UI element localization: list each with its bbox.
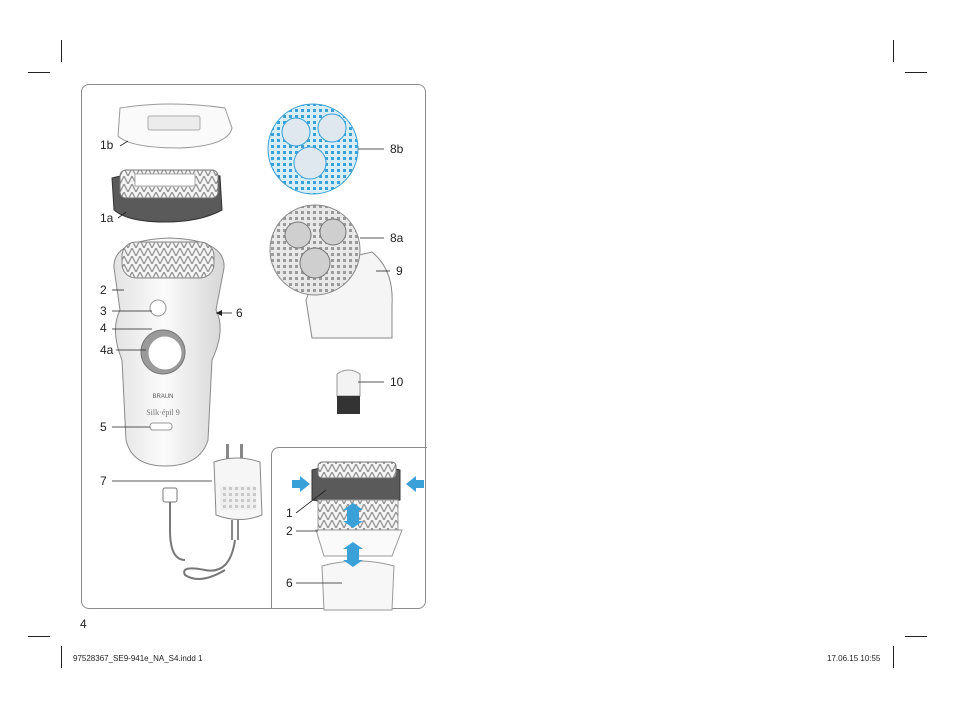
brush-8b bbox=[267, 103, 359, 195]
label-4a: 4a bbox=[100, 343, 114, 357]
crop-mark bbox=[28, 72, 50, 73]
footer-date: 17.06.15 10:55 bbox=[827, 654, 881, 663]
label-5: 5 bbox=[100, 420, 107, 434]
inset-frame bbox=[271, 447, 427, 609]
brush-8a bbox=[269, 204, 393, 339]
model-text: Silk·épil 9 bbox=[146, 408, 180, 417]
label-10: 10 bbox=[390, 375, 404, 389]
crop-mark bbox=[61, 40, 62, 62]
crop-mark bbox=[893, 40, 894, 62]
charger-7 bbox=[162, 444, 263, 580]
inset-label-2: 2 bbox=[286, 524, 293, 538]
brand-text: BRAUN bbox=[152, 394, 173, 400]
epilation-head-1a bbox=[111, 169, 223, 223]
illustration-frame bbox=[81, 84, 426, 609]
crop-mark bbox=[893, 646, 894, 668]
crop-mark bbox=[61, 646, 62, 668]
label-7: 7 bbox=[100, 474, 107, 488]
label-1a: 1a bbox=[100, 211, 114, 225]
inset-label-1: 1 bbox=[286, 506, 293, 520]
label-4: 4 bbox=[100, 321, 107, 335]
label-9: 9 bbox=[396, 264, 403, 278]
epilator-body: BRAUN Silk·épil 9 bbox=[113, 237, 225, 467]
cleaning-brush-10 bbox=[336, 369, 361, 414]
page-number: 4 bbox=[80, 617, 87, 631]
inset-assembly bbox=[292, 461, 424, 611]
label-6: 6 bbox=[236, 306, 243, 320]
footer-file: 97528367_SE9-941e_NA_S4.indd 1 bbox=[73, 654, 203, 663]
crop-mark bbox=[28, 636, 50, 637]
label-8b: 8b bbox=[390, 142, 404, 156]
label-2: 2 bbox=[100, 283, 107, 297]
label-1b: 1b bbox=[100, 138, 114, 152]
crop-mark bbox=[905, 636, 927, 637]
efficiency-cap-1b bbox=[117, 103, 233, 149]
label-8a: 8a bbox=[390, 231, 404, 245]
crop-mark bbox=[905, 72, 927, 73]
label-3: 3 bbox=[100, 304, 107, 318]
inset-label-6: 6 bbox=[286, 576, 293, 590]
